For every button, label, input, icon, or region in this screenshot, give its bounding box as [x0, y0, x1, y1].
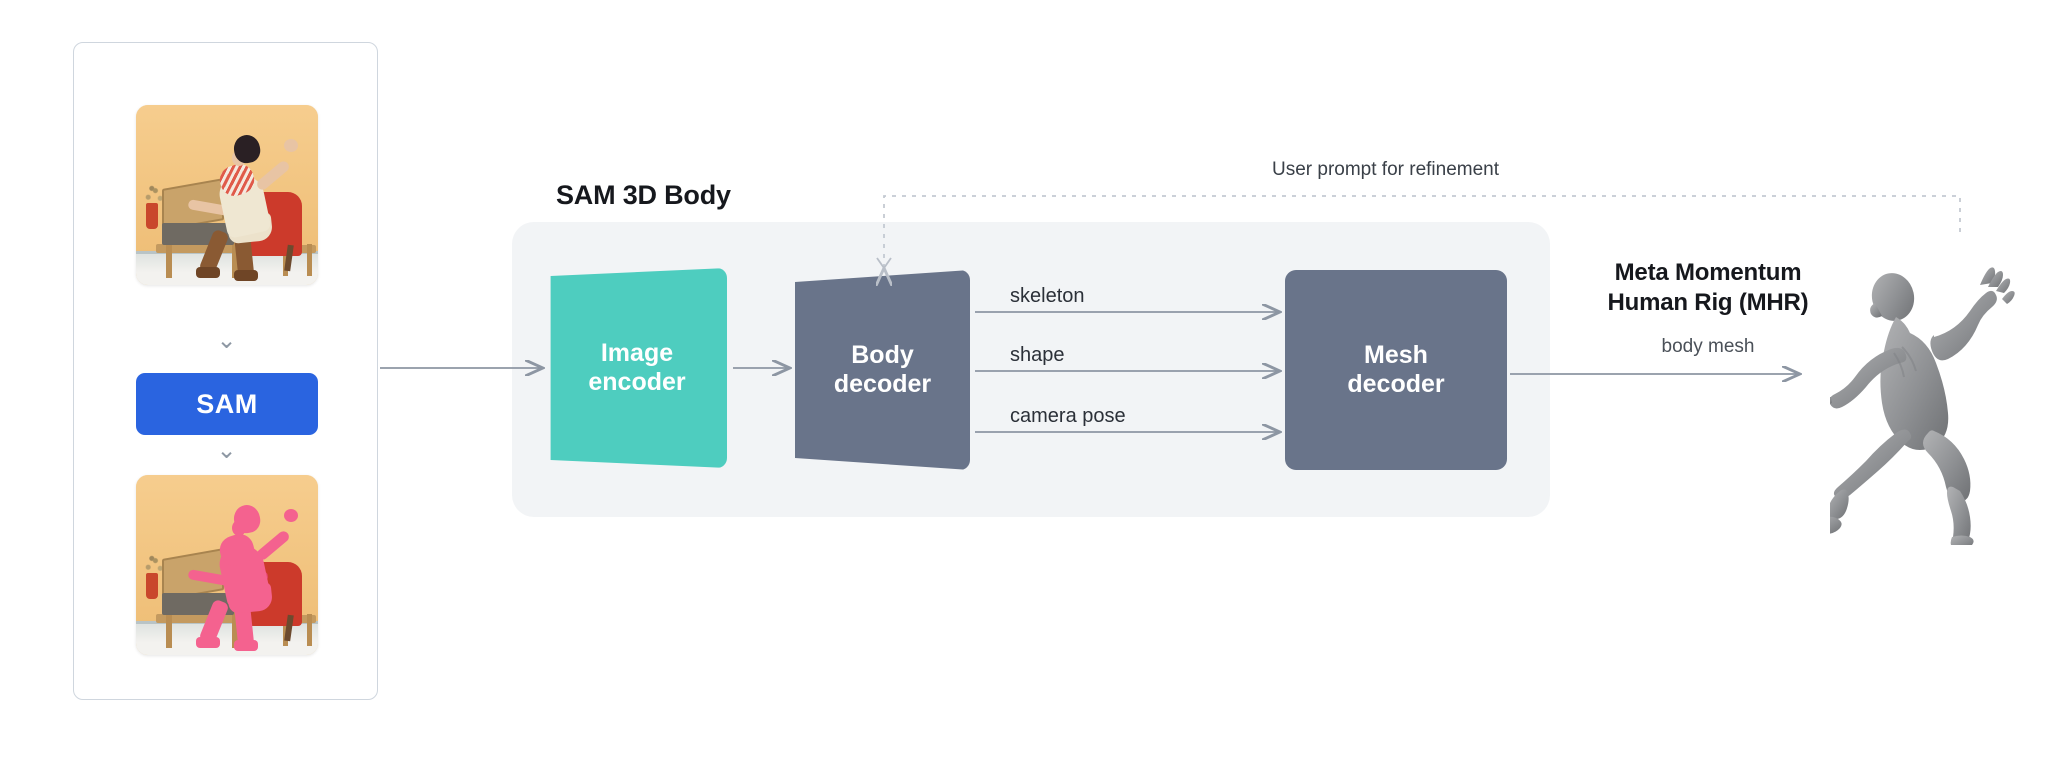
red-vase — [146, 573, 158, 600]
refinement-label: User prompt for refinement — [1272, 159, 1500, 180]
body-decoder-label-line1: Body — [851, 340, 914, 369]
body-decoder-block[interactable]: Body decoder — [795, 270, 970, 470]
mesh-decoder-label-line1: Mesh — [1364, 340, 1428, 369]
wooden-table — [156, 613, 246, 623]
person-boot-front-mask — [234, 640, 258, 652]
baseboard — [136, 251, 318, 255]
mhr-subtitle: body mesh — [1661, 336, 1755, 357]
body-mesh-svg — [1815, 267, 2015, 550]
mhr-title-line2: Human Rig (MHR) — [1607, 289, 1809, 317]
dried-flowers — [141, 553, 165, 576]
chevron-down-icon-bottom: ⌄ — [216, 437, 237, 464]
mhr-title-line1: Meta Momentum — [1614, 259, 1802, 286]
photo-scene-segmented — [136, 475, 318, 655]
mesh-decoder-label: Mesh decoder — [1285, 270, 1507, 470]
image-encoder-block[interactable]: Image encoder — [550, 268, 727, 468]
person-boot-back-mask — [196, 636, 220, 648]
table-leg — [166, 607, 172, 648]
person-boot-back — [196, 266, 220, 278]
dried-flowers — [141, 183, 165, 206]
table-leg — [232, 607, 238, 648]
table-leg — [232, 237, 238, 278]
mhr-title: Meta Momentum Human Rig (MHR) — [1583, 258, 1833, 318]
sam-button[interactable]: SAM — [136, 373, 318, 435]
input-panel: ⌄ SAM ⌄ — [73, 42, 378, 700]
chevron-down-icon-top: ⌄ — [216, 327, 237, 354]
person-boot-front — [234, 270, 258, 282]
person-hand-mask — [284, 508, 298, 522]
body-decoder-label-line2: decoder — [833, 370, 932, 398]
connection-label-shape: shape — [1010, 344, 1065, 366]
connection-label-skeleton: skeleton — [1010, 285, 1085, 307]
source-image-thumbnail[interactable] — [136, 105, 318, 285]
body-mesh-figure — [1815, 255, 2045, 550]
mesh-decoder-block[interactable]: Mesh decoder — [1285, 270, 1507, 470]
person-hand — [284, 138, 298, 152]
sam3d-body-title: SAM 3D Body — [556, 180, 731, 210]
connection-label-camera-pose: camera pose — [1010, 405, 1126, 427]
mesh-decoder-label-line2: decoder — [1347, 370, 1445, 398]
image-encoder-label: Image encoder — [551, 268, 727, 468]
photo-scene-original — [136, 105, 318, 285]
segmented-image-thumbnail[interactable] — [136, 475, 318, 655]
baseboard — [136, 621, 318, 625]
red-vase — [146, 203, 158, 230]
wooden-table — [156, 243, 246, 253]
body-decoder-label: Body decoder — [795, 270, 970, 470]
stool-leg — [307, 244, 312, 276]
table-leg — [166, 237, 172, 278]
image-encoder-label-line2: encoder — [588, 368, 686, 396]
stool-leg — [307, 614, 312, 646]
image-encoder-label-line1: Image — [600, 338, 674, 367]
